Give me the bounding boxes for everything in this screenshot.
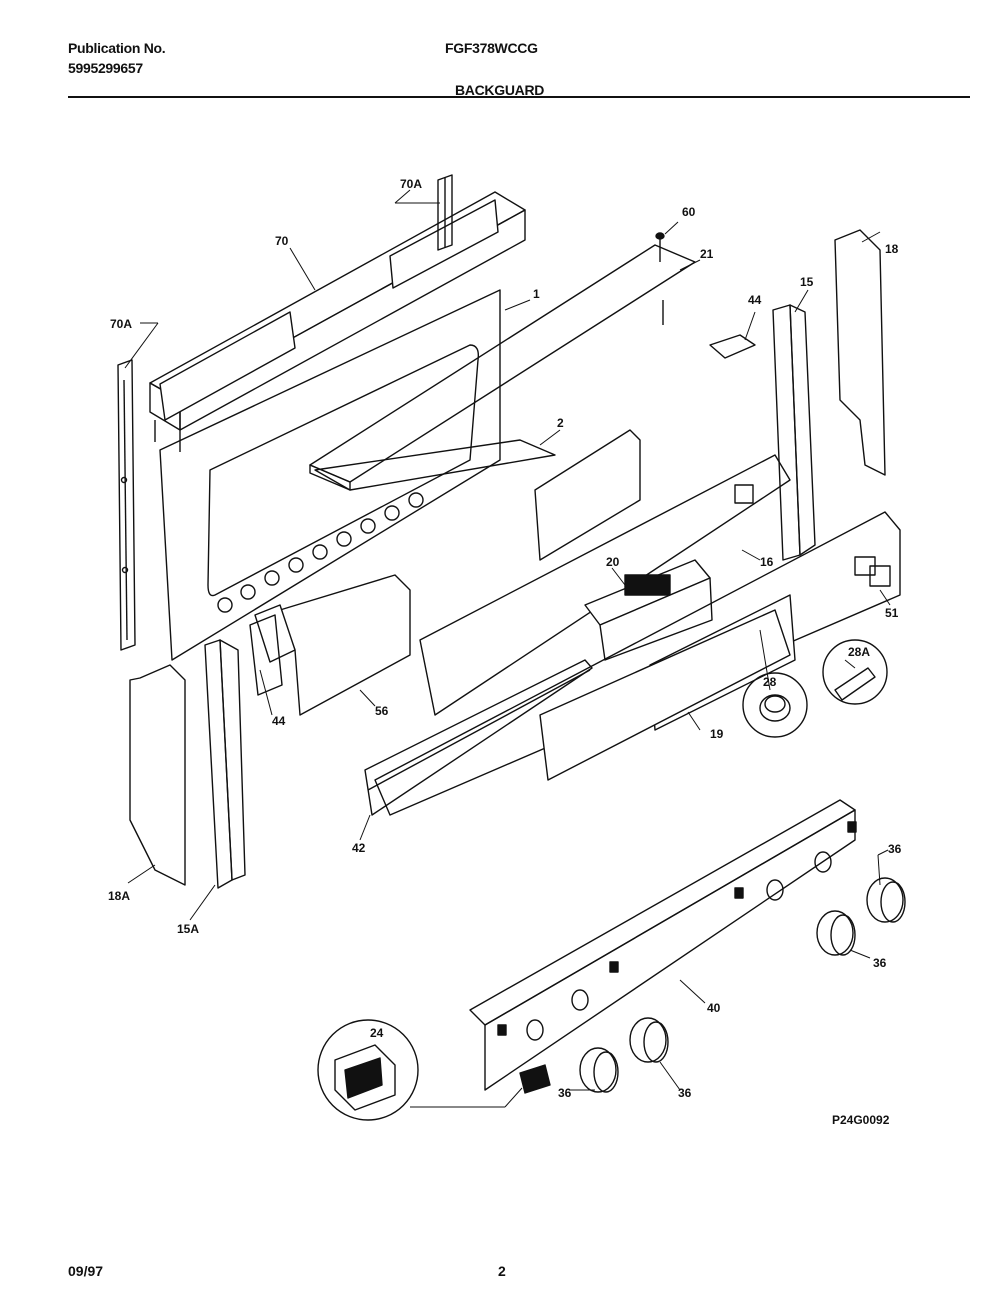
- callout-24: 24: [370, 1026, 384, 1040]
- callout-70a-left: 70A: [110, 317, 132, 331]
- part-70a-left-bracket: [117, 359, 136, 651]
- publication-label: Publication No.: [68, 40, 166, 56]
- publication-number: 5995299657: [68, 60, 143, 76]
- part-15-right-bracket: [772, 304, 816, 561]
- callout-28a: 28A: [848, 645, 870, 659]
- part-20-timer: [584, 559, 713, 661]
- part-36-knob-d: [579, 1047, 619, 1093]
- part-70a-top-bracket: [437, 174, 453, 251]
- page-number: 2: [498, 1263, 506, 1279]
- callout-36-b: 36: [873, 956, 887, 970]
- callout-18a: 18A: [108, 889, 130, 903]
- callout-51: 51: [885, 606, 899, 620]
- callout-15: 15: [800, 275, 814, 289]
- model-number: FGF378WCCG: [445, 40, 538, 56]
- leader-lines: [124, 189, 891, 1108]
- callout-36-c: 36: [678, 1086, 692, 1100]
- part-16-control-board: [419, 429, 791, 716]
- part-36-knob-a: [866, 877, 906, 923]
- part-24-switch-detail: [317, 1019, 551, 1121]
- callout-44-right: 44: [748, 293, 762, 307]
- part-18a-end-cap: [129, 664, 186, 886]
- callout-18: 18: [885, 242, 899, 256]
- callout-44-left: 44: [272, 714, 286, 728]
- part-18-end-cap: [834, 229, 886, 476]
- callout-15a: 15A: [177, 922, 199, 936]
- callout-19: 19: [710, 727, 724, 741]
- callout-56: 56: [375, 704, 389, 718]
- part-28-knob-detail: [742, 672, 808, 738]
- callout-28: 28: [763, 675, 777, 689]
- callout-70a-top: 70A: [400, 177, 422, 191]
- part-70-top-trim: [149, 191, 526, 452]
- part-2-support: [314, 439, 556, 491]
- part-44-right-clip: [709, 334, 756, 359]
- callout-36-a: 36: [888, 842, 902, 856]
- drawing-number: P24G0092: [832, 1113, 890, 1127]
- part-19-keypad: [539, 594, 796, 781]
- part-60-screw: [655, 232, 665, 262]
- part-1-back-panel: [159, 289, 501, 661]
- part-28a-detail: [822, 639, 888, 705]
- callout-60: 60: [682, 205, 696, 219]
- header-rule: [68, 96, 970, 98]
- callout-20: 20: [606, 555, 620, 569]
- part-44-left-clip: [249, 614, 283, 696]
- part-36-knob-c: [629, 1017, 669, 1063]
- part-40-manifold-panel: [469, 799, 857, 1091]
- callout-42: 42: [352, 841, 366, 855]
- part-36-knob-b: [816, 910, 856, 956]
- callout-21: 21: [700, 247, 714, 261]
- part-51-overlay: [374, 511, 901, 816]
- footer-date: 09/97: [68, 1263, 104, 1279]
- callout-16: 16: [760, 555, 774, 569]
- callout-40: 40: [707, 1001, 721, 1015]
- section-title: BACKGUARD: [455, 82, 545, 98]
- callout-70: 70: [275, 234, 289, 248]
- part-15a-bracket: [204, 639, 246, 889]
- part-42-bottom-rail: [364, 659, 593, 816]
- callout-36-d: 36: [558, 1086, 572, 1100]
- callout-2: 2: [557, 416, 564, 430]
- callout-1: 1: [533, 287, 540, 301]
